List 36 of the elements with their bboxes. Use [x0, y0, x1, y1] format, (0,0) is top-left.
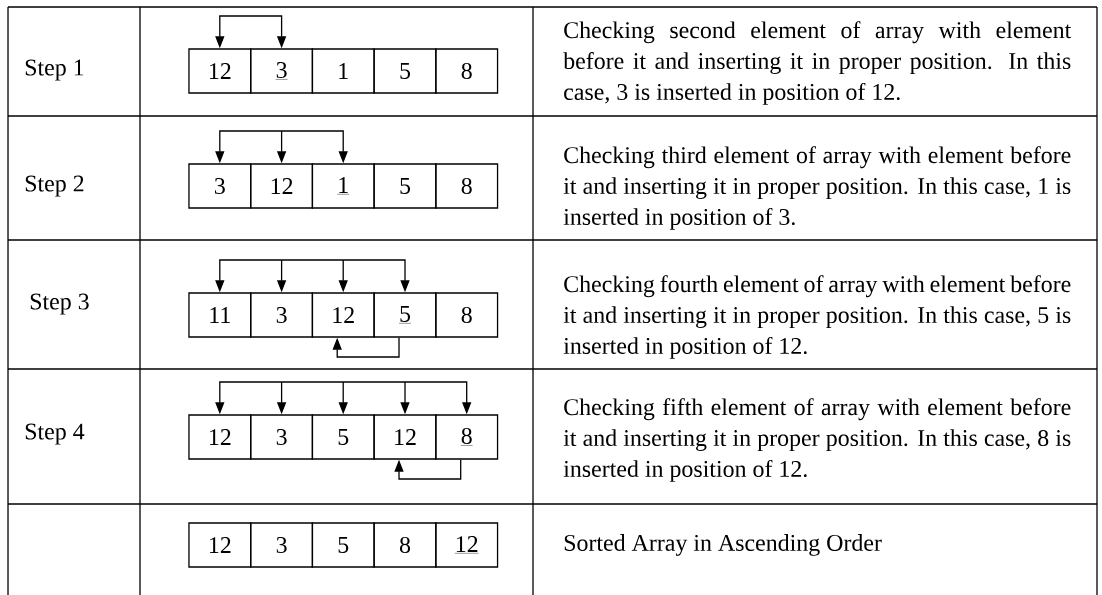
array-cell: 12: [373, 414, 437, 460]
arrow: [332, 337, 400, 358]
step-label: Step 1: [25, 59, 84, 81]
array-cell: 11: [188, 292, 252, 338]
description-text: Checking fifth element of array with element before it and inserting it in proper position. In this case, 8 is inserted in position of 12.: [563, 398, 1071, 482]
description-text: Checking second element of array with element before it and inserting it in proper position. In this case, 3 is inserted in position of 12.: [563, 21, 1072, 105]
array-cell: 12: [188, 414, 252, 460]
array-cell: 3: [250, 292, 314, 338]
step-label: Step 2: [25, 175, 84, 197]
array-cell: 8: [435, 292, 499, 338]
description-text: Sorted Array in Ascending Order: [564, 534, 882, 556]
array-cell: 3: [188, 163, 252, 209]
array-cell: 12: [188, 48, 252, 94]
description-text: Checking fourth element of array with element before it and inserting it in proper position. In this case, 5 is inserted in position of 12.: [563, 275, 1071, 359]
array-cell: 5: [373, 292, 437, 338]
array-cell: 5: [373, 163, 437, 209]
array-cell: 8: [435, 414, 499, 460]
array-cell: 12: [311, 292, 375, 338]
arrow: [394, 459, 462, 480]
array-cell: 1: [311, 163, 375, 209]
array-cell: 5: [311, 414, 375, 460]
array-cell: 12: [435, 522, 499, 568]
array-cell: 12: [188, 522, 252, 568]
step-label: Step 4: [25, 423, 85, 445]
array-cell: 5: [311, 522, 375, 568]
array-cell: 8: [373, 522, 437, 568]
array-cell: 8: [435, 48, 499, 94]
array-cell: 8: [435, 163, 499, 209]
array-cell: 5: [373, 48, 437, 94]
array-cell: 1: [311, 48, 375, 94]
step-label: Step 3: [30, 293, 89, 315]
array-cell: 3: [250, 522, 314, 568]
array-cell: 3: [250, 414, 314, 460]
description-text: Checking third element of array with element before it and inserting it in proper position. In this case, 1 is inserted in position of 3.: [563, 146, 1071, 230]
array-cell: 3: [250, 48, 314, 94]
array-cell: 12: [250, 163, 314, 209]
